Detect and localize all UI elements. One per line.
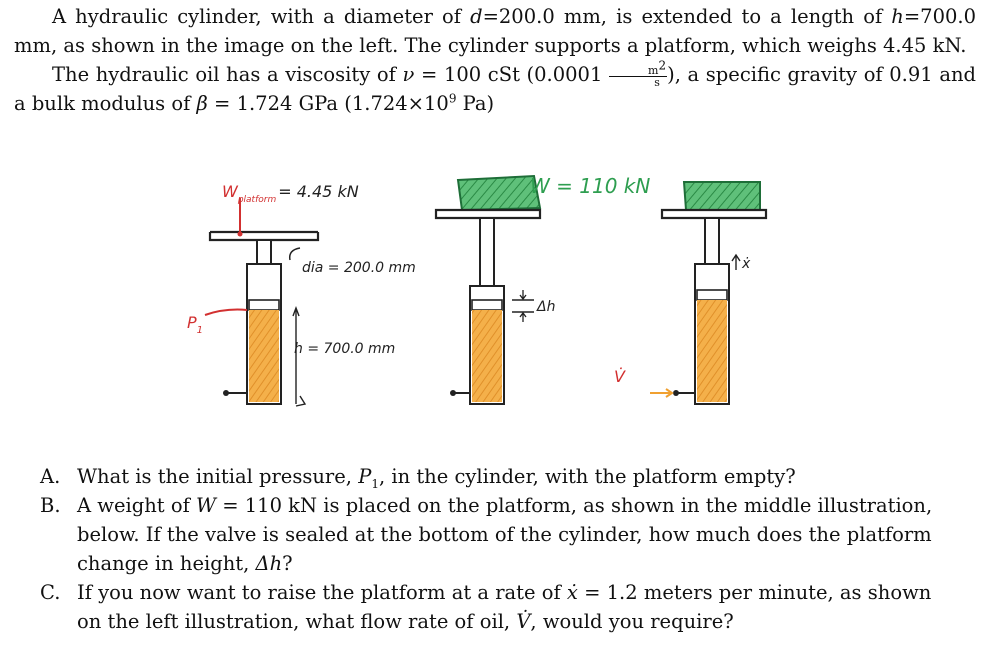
p1-leader (204, 308, 248, 316)
question-text: What is the initial pressure, (77, 465, 359, 488)
left-oil (249, 310, 279, 402)
question-text: , in the cylinder, with the platform emp… (378, 465, 796, 488)
intro-text: Pa) (456, 92, 495, 115)
middle-weight-block (456, 174, 542, 212)
h-arrow-bottom (295, 395, 307, 407)
xdot-arrow (731, 253, 741, 270)
w-platform-leader-dot (237, 231, 243, 237)
right-piston-head (696, 289, 728, 301)
right-valve (673, 390, 679, 396)
middle-oil (472, 310, 502, 402)
p1-label: P1 (187, 313, 203, 336)
unit-denominator: s (654, 76, 660, 89)
right-cylinder (650, 181, 768, 405)
intro-text: = 100 cSt (0.0001 (414, 63, 610, 86)
question-text: = 1.2 meters per minute, as shown on the… (77, 581, 932, 633)
question-text: = 110 kN is placed on the platform, as s… (77, 494, 933, 575)
h-label: h = 700.0 mm (294, 341, 395, 357)
dia-label: dia = 200.0 mm (302, 260, 416, 276)
intro-text: =200.0 mm, is extended to a length of (482, 5, 892, 28)
var-w: W (195, 494, 217, 517)
exponent-9: 9 (448, 91, 457, 106)
left-cylinder (204, 198, 320, 407)
left-platform (208, 230, 320, 242)
dh-arrow-up (519, 311, 527, 322)
intro-text: =700.0 mm, as shown in the image on the … (14, 5, 977, 57)
flow-in-arrow (650, 388, 674, 398)
intro-text: ), a specific gravity of 0.91 and a bulk… (14, 63, 976, 115)
vdot-label: V̇ (614, 367, 626, 386)
middle-piston-head (471, 299, 503, 311)
left-piston-head (248, 299, 280, 311)
var-d: d (470, 5, 483, 28)
var-beta: β (196, 92, 208, 115)
dh-arrow-down (519, 290, 527, 301)
var-p: P (358, 465, 372, 488)
dh-label: Δh (536, 299, 555, 315)
question-text: ? (282, 552, 293, 575)
subscript-1: 1 (371, 476, 379, 491)
question-list: A. What is the initial pressure, P1, in t… (40, 462, 960, 636)
left-valve (223, 390, 229, 396)
dia-leader (288, 247, 301, 261)
question-a: A. What is the initial pressure, P1, in t… (40, 462, 960, 491)
question-letter: A. (40, 465, 61, 488)
var-nu: ν (402, 63, 415, 86)
intro-paragraph-1: A hydraulic cylinder, with a diameter of… (14, 2, 976, 60)
right-weight-block (682, 181, 761, 211)
w-label: W = 110 kN (530, 174, 650, 198)
unit-exponent: 2 (658, 58, 667, 73)
question-c: C. If you now want to raise the platform … (40, 578, 960, 636)
hydraulic-cylinder-figure: Wplatform= 4.45 kN dia = 200.0 mm h = 70… (187, 174, 768, 407)
intro-text: A hydraulic cylinder, with a diameter of (52, 5, 471, 28)
question-letter: C. (40, 581, 61, 604)
middle-valve (450, 390, 456, 396)
intro-paragraph-2: The hydraulic oil has a viscosity of ν =… (14, 59, 976, 118)
question-text: A weight of (77, 494, 196, 517)
unit-numerator: m2 (609, 59, 668, 77)
unit-m: m (648, 64, 659, 77)
intro-text: The hydraulic oil has a viscosity of (52, 63, 403, 86)
question-letter: B. (40, 494, 61, 517)
var-v-dot: V̇ (516, 610, 531, 633)
question-b: B. A weight of W = 110 kN is placed on th… (40, 491, 960, 578)
w-platform-label: Wplatform= 4.45 kN (222, 182, 359, 205)
xdot-label: ẋ (741, 256, 751, 272)
right-oil (697, 300, 727, 402)
h-arrow-top (292, 306, 300, 317)
intro-text: = 1.724 GPa (1.724×10 (207, 92, 449, 115)
middle-cylinder (434, 174, 542, 405)
var-x-dot: ẋ (566, 581, 578, 604)
var-delta-h: Δh (255, 552, 283, 575)
question-text: If you now want to raise the platform at… (77, 581, 567, 604)
question-text: , would you require? (530, 610, 734, 633)
right-platform (660, 208, 768, 220)
var-h: h (891, 5, 904, 28)
middle-platform (434, 208, 542, 220)
